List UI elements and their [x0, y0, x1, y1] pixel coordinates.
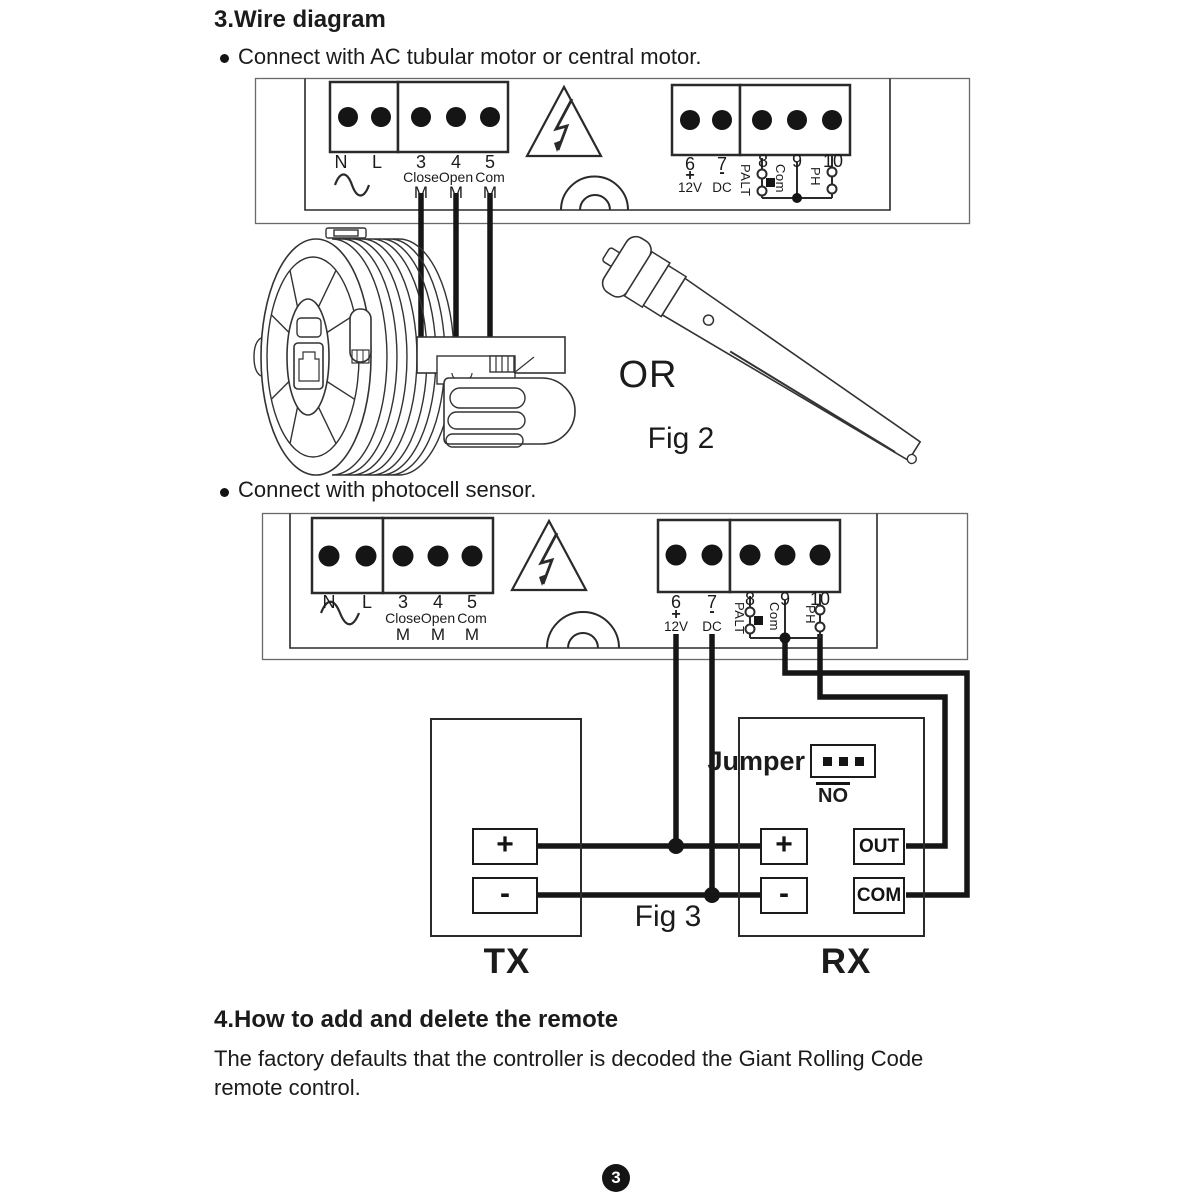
terminal-holes — [680, 110, 842, 130]
terminal-9: 9 — [779, 589, 791, 609]
rx-box — [738, 717, 925, 937]
label-dc: DC — [702, 619, 722, 634]
label-minus: - — [719, 164, 725, 181]
bullet-photocell: Connect with photocell sensor. — [238, 477, 537, 502]
terminal-7: 7 — [706, 592, 718, 612]
high-voltage-icon — [510, 518, 588, 592]
fig3-caption: Fig 3 — [634, 900, 702, 933]
terminal-l: L — [371, 152, 383, 172]
terminal-holes — [318, 545, 483, 567]
label-close: Close — [403, 169, 439, 185]
com-terminal: COM — [853, 877, 905, 914]
controller-board-2 — [261, 512, 970, 898]
tubular-motor-art — [601, 235, 922, 465]
bullet-icon — [220, 488, 229, 497]
terminal-holes — [338, 107, 500, 127]
high-voltage-icon — [525, 84, 603, 158]
tx-label: TX — [483, 942, 531, 981]
rx-minus-terminal: - — [760, 877, 808, 914]
no-label: NO — [816, 782, 850, 806]
terminal-7: 7 — [716, 154, 728, 174]
fig3-wires — [538, 838, 760, 903]
junction-dot — [704, 887, 720, 903]
label-dc: DC — [712, 180, 732, 195]
terminal-3: 3 — [415, 152, 427, 172]
terminal-8: 8 — [744, 589, 756, 609]
terminal-6: 6 — [684, 154, 696, 174]
ac-sine-icon — [333, 173, 371, 197]
button-contact-icon — [766, 178, 775, 187]
ac-sine-icon — [319, 600, 361, 626]
terminal-3: 3 — [397, 592, 409, 612]
label-close: Close — [385, 610, 421, 626]
label-minus: - — [709, 603, 715, 620]
label-m: M — [413, 183, 429, 202]
terminal-holes — [665, 544, 831, 566]
terminal-6: 6 — [670, 592, 682, 612]
jumper-pin-icon — [822, 756, 832, 766]
label-com9: Com — [773, 164, 788, 193]
rx-label: RX — [820, 942, 872, 981]
label-12v: 12V — [663, 619, 689, 634]
jumper-block — [810, 744, 876, 778]
section3-title: 3.Wire diagram — [214, 6, 386, 33]
label-open: Open — [438, 169, 474, 185]
terminal-10: 10 — [809, 589, 831, 609]
label-ph: PH — [803, 605, 818, 625]
label-com: Com — [475, 169, 505, 185]
label-m: M — [464, 625, 480, 644]
section4-title: 4.How to add and delete the remote — [214, 1006, 619, 1033]
label-plus: + — [671, 606, 681, 623]
central-motor-art — [253, 227, 576, 476]
terminal-l: L — [361, 592, 373, 612]
or-label: OR — [618, 354, 678, 396]
terminal-9: 9 — [791, 151, 803, 171]
label-m: M — [448, 183, 464, 202]
tx-plus-terminal: + — [472, 828, 538, 865]
tx-box — [430, 718, 582, 937]
label-m: M — [430, 625, 446, 644]
label-12v: 12V — [677, 180, 703, 195]
page-number-badge: 3 — [602, 1164, 630, 1192]
bullet-ac-motor: Connect with AC tubular motor or central… — [238, 44, 702, 69]
label-palt: PALT — [738, 164, 753, 197]
terminal-n: N — [334, 152, 348, 172]
terminal-4: 4 — [432, 592, 444, 612]
motor-body — [443, 377, 576, 445]
label-m: M — [395, 625, 411, 644]
controller-board-1 — [254, 77, 971, 342]
label-m: M — [482, 183, 498, 202]
terminal-4: 4 — [450, 152, 462, 172]
rx-plus-terminal: + — [760, 828, 808, 865]
out-terminal: OUT — [853, 828, 905, 865]
jumper-pin-icon — [838, 756, 848, 766]
terminal-5: 5 — [484, 152, 496, 172]
photocell-wires — [673, 634, 970, 898]
label-open: Open — [420, 610, 456, 626]
tx-minus-terminal: - — [472, 877, 538, 914]
terminal-10: 10 — [822, 151, 844, 171]
jumper-pin-icon — [854, 756, 864, 766]
fig2-caption: Fig 2 — [647, 422, 715, 455]
terminal-8: 8 — [757, 151, 769, 171]
section4-body: The factory defaults that the controller… — [214, 1046, 924, 1101]
label-com: Com — [457, 610, 487, 626]
label-com9: Com — [767, 602, 782, 631]
button-contact-icon — [754, 616, 763, 625]
jumper-label: Jumper — [707, 746, 805, 776]
terminal-n: N — [322, 592, 336, 612]
bullet-icon — [220, 54, 229, 63]
motor-wires — [418, 193, 493, 342]
junction-dot — [668, 838, 684, 854]
label-ph: PH — [808, 167, 823, 187]
label-plus: + — [685, 167, 695, 184]
contact-circles — [744, 604, 826, 635]
terminal-5: 5 — [466, 592, 478, 612]
contact-circles — [756, 166, 838, 197]
label-palt: PALT — [732, 602, 747, 635]
